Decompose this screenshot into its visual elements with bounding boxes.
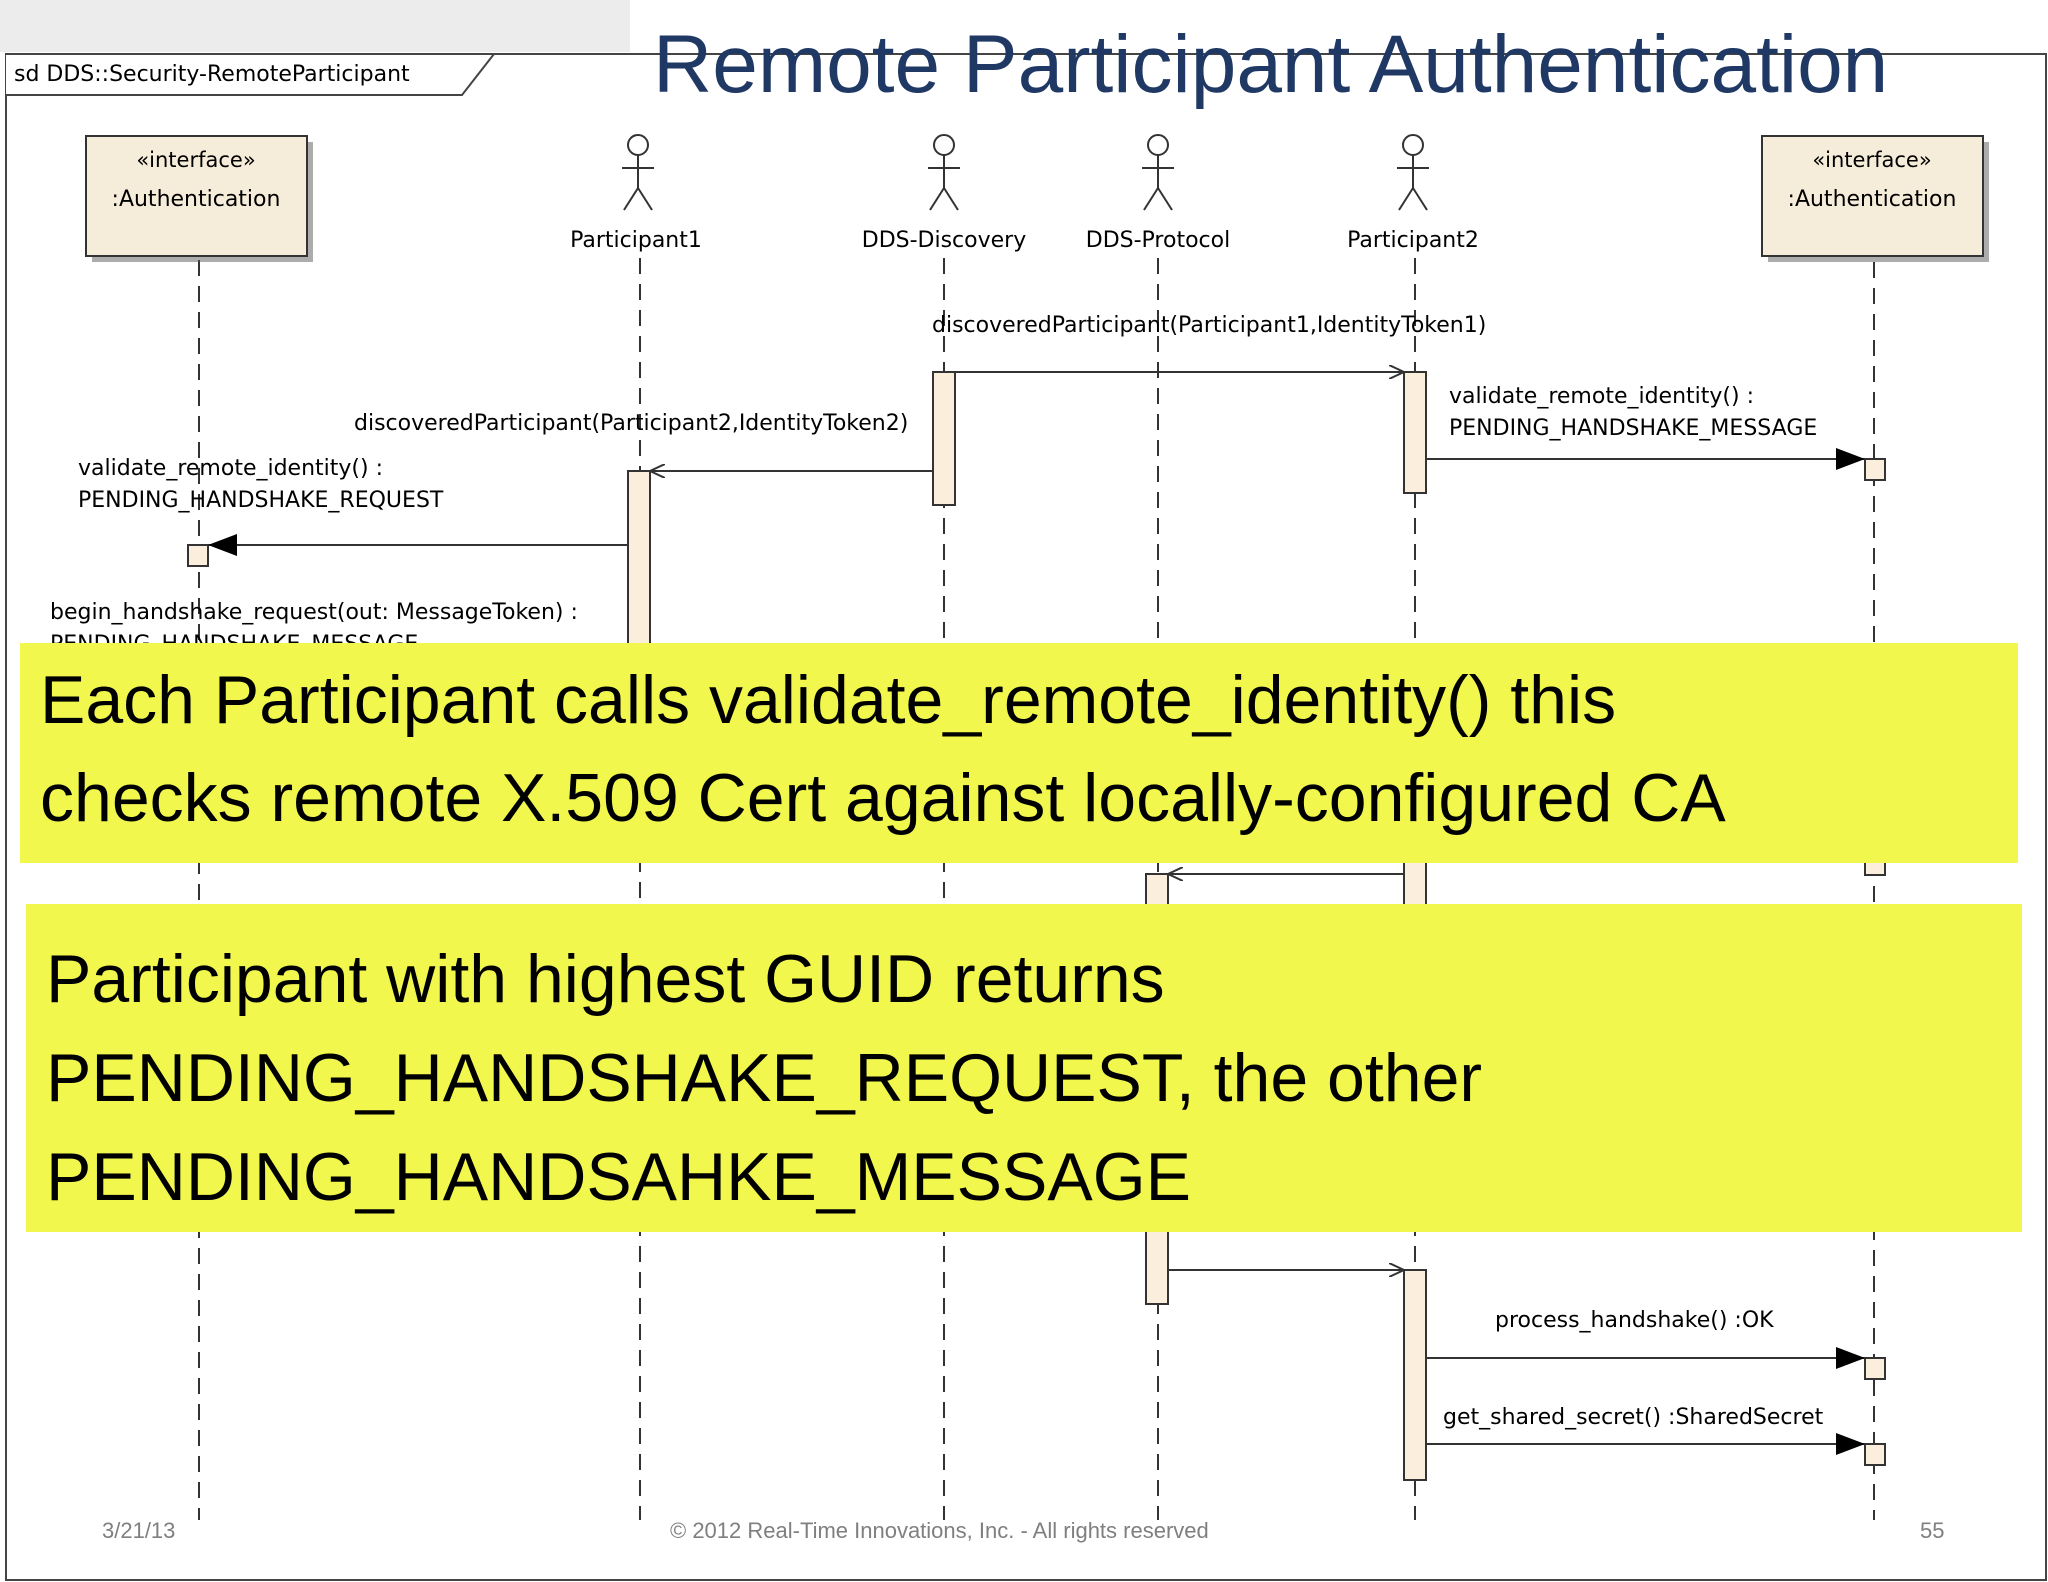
note-line: Each Participant calls validate_remote_i… (40, 662, 1617, 738)
msg-validate-right-1: validate_remote_identity() : (1449, 384, 1754, 409)
actor-label-participant2: Participant2 (1347, 228, 1479, 253)
frame-label: sd DDS::Security-RemoteParticipant (14, 62, 410, 87)
actor-icon-dds-discovery (928, 134, 960, 211)
note-line: checks remote X.509 Cert against locally… (40, 760, 1726, 836)
diagram-frame: sd DDS::Security-RemoteParticipant (5, 53, 2047, 1581)
note-line: PENDING_HANDSHAKE_REQUEST, the other (46, 1040, 1483, 1116)
msg-validate-left-2: PENDING_HANDSHAKE_REQUEST (78, 488, 444, 513)
footer-date: 3/21/13 (102, 1518, 176, 1543)
msg-validate-right-2: PENDING_HANDSHAKE_MESSAGE (1449, 416, 1817, 441)
actor-label-dds-protocol: DDS-Protocol (1086, 228, 1230, 253)
slide-title: Remote Participant Authentication (653, 19, 1889, 110)
msg-validate-left-1: validate_remote_identity() : (78, 456, 383, 481)
msg-begin-handshake-1: begin_handshake_request(out: MessageToke… (50, 600, 578, 625)
actor-icon-participant2 (1397, 134, 1429, 211)
activation-discovery (932, 371, 956, 506)
msg-discovered-participant1: discoveredParticipant(Participant1,Ident… (932, 313, 1486, 338)
activation-auth-right-top (1864, 458, 1886, 481)
activation-auth-left (187, 544, 209, 567)
note-line: Participant with highest GUID returns (46, 941, 1165, 1017)
activation-participant2-bottom (1403, 1269, 1427, 1481)
interface-name-right: :Authentication (1788, 187, 1957, 212)
footer-page-number: 55 (1920, 1518, 1945, 1543)
activation-bars (187, 371, 1886, 1481)
activation-participant1 (627, 470, 651, 652)
activation-auth-right-b1 (1864, 1357, 1886, 1380)
actor-label-dds-discovery: DDS-Discovery (862, 228, 1026, 253)
callout-note-guid: Participant with highest GUID returns PE… (26, 904, 2022, 1232)
actor-icon-dds-protocol (1142, 134, 1174, 211)
activation-auth-right-b2 (1864, 1443, 1886, 1466)
note-line: PENDING_HANDSAHKE_MESSAGE (46, 1139, 1191, 1215)
msg-get-shared-secret: get_shared_secret() :SharedSecret (1443, 1405, 1824, 1430)
actor-icon-participant1 (622, 134, 654, 211)
msg-process-handshake: process_handshake() :OK (1495, 1308, 1774, 1333)
actor-icons (622, 134, 1429, 211)
callout-note-validate: Each Participant calls validate_remote_i… (20, 643, 2018, 863)
interface-name-left: :Authentication (112, 187, 281, 212)
interface-stereotype-left: «interface» (136, 148, 255, 172)
activation-protocol-bottom (1145, 1229, 1169, 1305)
message-arrows (208, 372, 1865, 1455)
msg-discovered-participant2: discoveredParticipant(Participant2,Ident… (354, 411, 908, 436)
footer-copyright: © 2012 Real-Time Innovations, Inc. - All… (670, 1518, 1209, 1543)
interface-auth-left: «interface» :Authentication (85, 135, 313, 262)
interface-auth-right: «interface» :Authentication (1761, 135, 1989, 262)
interface-stereotype-right: «interface» (1812, 148, 1931, 172)
actor-label-participant1: Participant1 (570, 228, 702, 253)
window-shade (0, 0, 630, 52)
activation-participant2-top (1403, 371, 1427, 494)
